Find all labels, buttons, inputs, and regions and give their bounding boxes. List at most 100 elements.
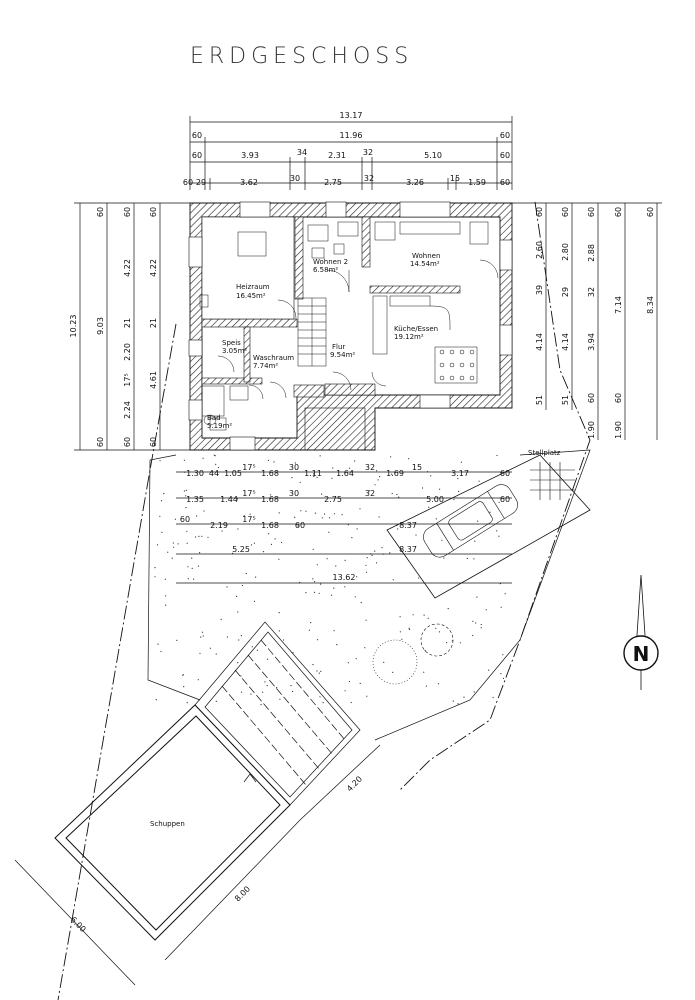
dim-top: 3.62 (240, 178, 258, 187)
dim-right: 2.80 (561, 243, 570, 261)
drawing-title: ERDGESCHOSS (190, 44, 414, 69)
dim-bottom: 60 (295, 521, 305, 530)
entrance-porch (304, 407, 366, 451)
room-wohnen-area: 14.54m² (410, 260, 440, 268)
dim-bottom: 17⁵ (242, 515, 255, 524)
dim-top: 60 (183, 178, 193, 187)
dimension-texts-left: 10.23 60 9.03 60 60 4.22 21 2.20 17⁵ 2.2… (69, 207, 158, 447)
dim-right: 51 (535, 395, 544, 405)
dim-top: 60 (500, 151, 510, 160)
shed-dimensions (14, 744, 381, 986)
kitchen-counters (372, 295, 478, 384)
shed (54, 704, 291, 941)
terrace-outline (147, 449, 591, 741)
dim-bottom: 44 (209, 469, 219, 478)
room-wohnen2-name: Wohnen 2 (313, 258, 348, 266)
dim-bottom: 17⁵ (242, 463, 255, 472)
dim-left: 21 (123, 318, 132, 328)
room-speis-name: Speis (222, 339, 241, 347)
dim-top: 60 (192, 151, 202, 160)
room-flur-name: Flur (332, 343, 345, 351)
dim-bottom: 60 (180, 515, 190, 524)
dim-left: 60 (96, 437, 105, 447)
dim-left: 60 (123, 437, 132, 447)
dim-bottom: 15 (412, 463, 422, 472)
dim-left: 4.22 (123, 259, 132, 277)
dim-right: 8.34 (646, 296, 655, 314)
house (188, 201, 513, 451)
dim-bottom: 1.05 (224, 469, 242, 478)
dim-left-total: 10.23 (69, 315, 78, 338)
dim-right: 60 (646, 207, 655, 217)
dim-bottom: 60 (500, 469, 510, 478)
dim-bottom: 13.62 (333, 573, 356, 582)
dim-top: 32 (364, 174, 374, 183)
room-kueche-name: Küche/Essen (394, 325, 438, 333)
dim-top: 2.75 (324, 178, 342, 187)
shed-dim-depth: 6.00 (69, 915, 88, 934)
dim-right: 60 (587, 393, 596, 403)
dim-left: 60 (123, 207, 132, 217)
dim-right: 1.90 (614, 421, 623, 439)
dim-bottom: 1.68 (261, 521, 279, 530)
tree-icon (372, 623, 454, 685)
dim-left: 2.20 (123, 343, 132, 361)
room-waschraum-name: Waschraum (253, 354, 294, 362)
dim-bottom: 1.30 (186, 469, 204, 478)
dim-top: 29 (196, 178, 206, 187)
room-heizraum-name: Heizraum (236, 283, 270, 291)
shed-dim-width: 4.20 (345, 774, 364, 793)
dim-top: 60 (500, 131, 510, 140)
dim-bottom: 3.17 (451, 469, 469, 478)
dim-left: 2.24 (123, 401, 132, 419)
dim-left: 60 (149, 207, 158, 217)
dim-top: 11.96 (340, 131, 363, 140)
dim-top-total: 13.17 (340, 111, 363, 120)
dim-right: 60 (535, 207, 544, 217)
dim-top: 1.59 (468, 178, 486, 187)
dimension-texts-top: 13.17 60 11.96 60 60 3.93 34 2.31 32 5.1… (183, 111, 510, 187)
dim-top: 3.93 (241, 151, 259, 160)
dim-bottom: 1.35 (186, 495, 204, 504)
door-swings (217, 259, 499, 400)
dim-top: 34 (297, 148, 307, 157)
room-flur-area: 9.54m² (330, 351, 355, 359)
ground-dots (154, 454, 506, 706)
windows (188, 201, 513, 451)
dimension-texts-right: 60 2.60 39 4.14 51 60 2.80 29 4.14 51 60… (535, 207, 655, 439)
car-icon (423, 484, 518, 558)
dim-left: 60 (96, 207, 105, 217)
room-bad-area: 5.19m² (207, 422, 232, 430)
pergola (194, 621, 361, 806)
dim-bottom: 1.11 (304, 469, 322, 478)
dim-bottom: 30 (289, 463, 299, 472)
dim-left: 60 (149, 437, 158, 447)
dim-left: 17⁵ (123, 373, 132, 386)
north-arrow-icon: N (623, 574, 659, 690)
room-waschraum-area: 7.74m² (253, 362, 278, 370)
dim-top: 30 (290, 174, 300, 183)
stellplatz-label: Stellplatz (528, 449, 561, 457)
dim-right: 60 (587, 207, 596, 217)
dim-right: 4.14 (561, 333, 570, 351)
parking-space (386, 454, 591, 599)
dimension-lines-left (74, 202, 190, 451)
dim-bottom: 32 (365, 489, 375, 498)
dim-bottom: 1.68 (261, 469, 279, 478)
dim-top: 60 (500, 178, 510, 187)
dim-right: 2.88 (587, 244, 596, 262)
dim-bottom: 60 (500, 495, 510, 504)
dim-right: 3.94 (587, 333, 596, 351)
room-kueche-area: 19.12m² (394, 333, 424, 341)
living-furniture (307, 221, 489, 259)
dim-left: 4.22 (149, 259, 158, 277)
dimension-lines-right (512, 202, 662, 440)
dim-right: 39 (535, 285, 544, 295)
dim-left: 21 (149, 318, 158, 328)
dim-top: 60 (192, 131, 202, 140)
dim-top: 32 (363, 148, 373, 157)
dim-top: 3.26 (406, 178, 424, 187)
dim-bottom: 1.64 (336, 469, 354, 478)
dim-left: 4.61 (149, 371, 158, 389)
